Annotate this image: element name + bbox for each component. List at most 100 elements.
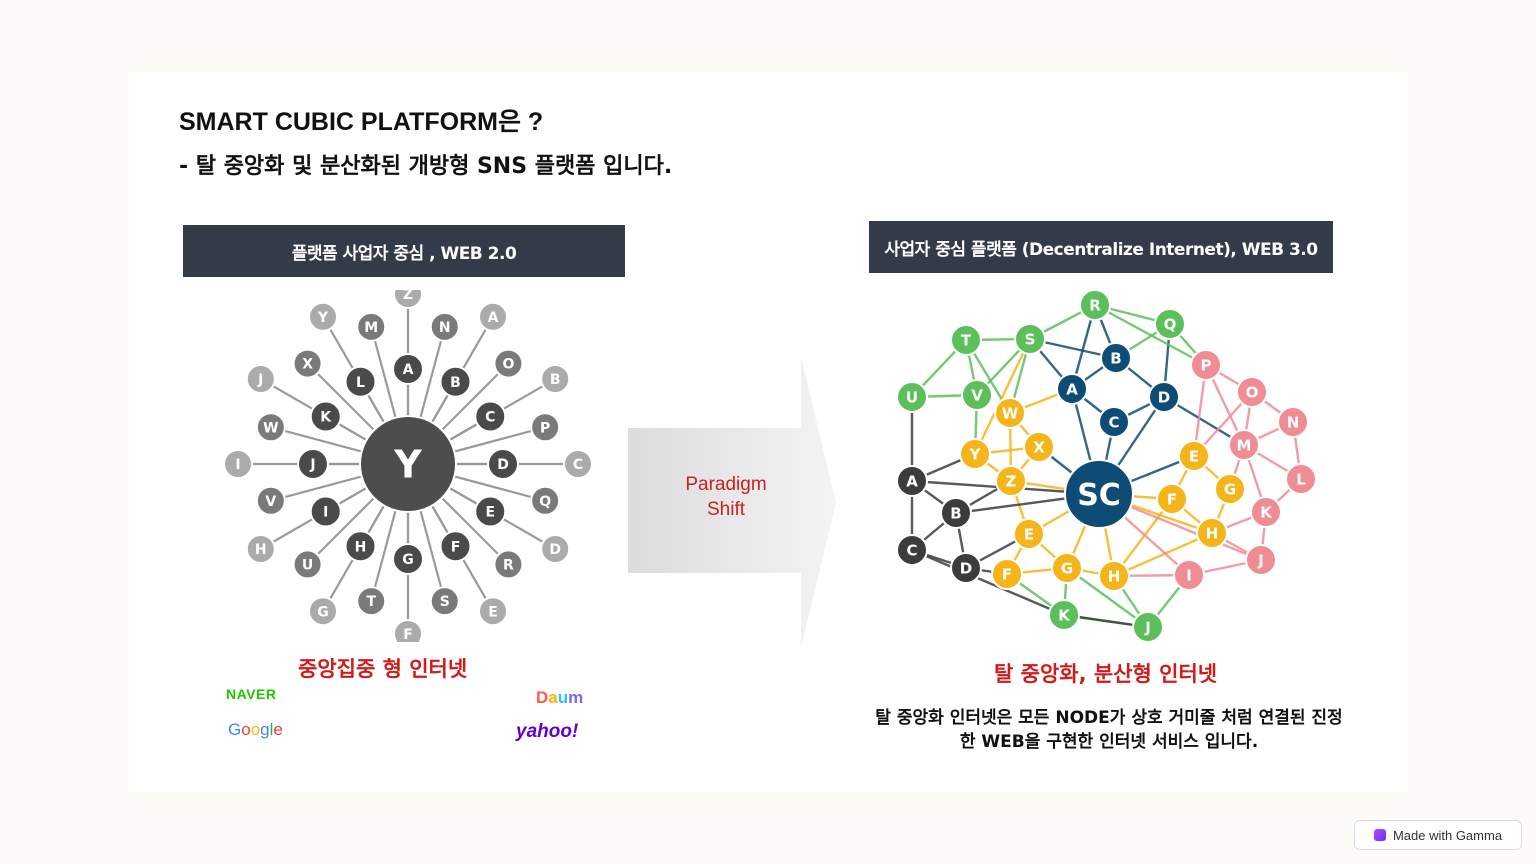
right-yw-label: W <box>1002 404 1019 422</box>
right-gr-node <box>1079 289 1111 321</box>
gamma-logo-icon <box>1373 829 1386 841</box>
left-b-label: B <box>450 375 461 391</box>
right-bb-node <box>1100 342 1132 374</box>
right-gk-label: K <box>1058 606 1071 624</box>
right-da-node <box>896 465 928 497</box>
right-bd-label: D <box>1158 388 1170 406</box>
left-p-label: P <box>540 420 550 436</box>
left-s-label: S <box>440 594 450 610</box>
left-e-label: E <box>488 604 498 620</box>
left-hub-node <box>359 415 457 513</box>
right-gu-label: U <box>906 388 918 406</box>
mesh-link <box>1066 567 1149 628</box>
left-h-label: H <box>255 542 267 558</box>
right-yh-node <box>1098 560 1130 592</box>
left-c-label: C <box>485 410 495 426</box>
left-u-node <box>292 549 323 580</box>
left-a-label: A <box>403 362 414 378</box>
left-q-label: Q <box>539 494 551 510</box>
left-p-node <box>530 412 561 443</box>
left-i-node <box>223 449 253 479</box>
left-b-node <box>439 365 472 398</box>
web3-header: 사업자 중심 플랫폼 (Decentralize Internet), WEB … <box>869 221 1333 273</box>
left-j-label: J <box>309 457 315 473</box>
mesh-link <box>973 338 1032 455</box>
right-db-node <box>940 497 972 529</box>
mesh-link <box>1113 498 1173 577</box>
right-gr-label: R <box>1089 296 1101 314</box>
right-pn-node <box>1277 406 1309 438</box>
left-n-node <box>429 311 460 342</box>
left-m-label: M <box>364 320 378 336</box>
left-h-label: H <box>355 539 367 555</box>
left-z-node <box>393 290 423 309</box>
left-f-node <box>439 530 472 563</box>
right-dc-node <box>896 534 928 566</box>
left-w-label: W <box>263 420 278 436</box>
left-r-label: R <box>503 557 514 573</box>
left-b-label: B <box>550 372 561 388</box>
right-dc-label: C <box>906 541 917 559</box>
left-d-node <box>487 448 519 480</box>
right-gv-label: V <box>971 386 983 404</box>
right-gj-label: J <box>1144 618 1151 636</box>
right-pi-label: I <box>1186 566 1192 584</box>
decentralized-caption: 탈 중앙화, 분산형 인터넷 <box>994 662 1218 686</box>
left-e-node <box>478 596 508 627</box>
left-e-node <box>474 495 507 528</box>
right-yf2-label: F <box>1167 490 1177 508</box>
right-bc-label: C <box>1108 413 1119 431</box>
left-a-node <box>478 301 508 332</box>
left-o-node <box>493 348 524 379</box>
right-yf-label: F <box>1002 565 1012 583</box>
right-ba-node <box>1056 373 1088 405</box>
left-l-label: L <box>356 375 365 391</box>
slide-subtitle: - 탈 중앙화 및 분산화된 개방형 SNS 플랫폼 입니다. <box>179 154 673 179</box>
paradigm-shift-label: Paradigm Shift <box>685 474 767 520</box>
right-db-label: B <box>950 504 961 522</box>
right-ye2-label: E <box>1189 447 1199 465</box>
right-gs-node <box>1014 323 1046 355</box>
left-d-label: D <box>497 457 509 473</box>
right-yh2-node <box>1214 473 1246 505</box>
left-l-node <box>344 365 377 398</box>
left-a-label: A <box>488 310 499 326</box>
left-z-label: Z <box>403 290 413 303</box>
left-j-label: J <box>257 372 263 388</box>
left-d-label: D <box>549 542 561 558</box>
paradigm-shift-arrow <box>628 357 836 647</box>
right-gu-node <box>896 381 928 413</box>
web2-header: 플랫폼 사업자 중심 , WEB 2.0 <box>183 225 625 277</box>
right-pn-label: N <box>1287 413 1300 431</box>
right-bb-label: B <box>1110 349 1121 367</box>
right-yg-label: G <box>1061 559 1073 577</box>
right-pj-node <box>1245 544 1277 576</box>
slide: SMART CUBIC PLATFORM은 ? - 탈 중앙화 및 분산화된 개… <box>128 72 1408 792</box>
left-h-node <box>245 534 276 564</box>
right-yw-node <box>994 397 1026 429</box>
right-ye2-node <box>1178 440 1210 472</box>
left-n-label: N <box>439 320 451 336</box>
made-with-gamma-badge[interactable]: Made with Gamma <box>1354 820 1522 850</box>
left-e-label: E <box>485 505 495 521</box>
right-da-label: A <box>906 472 918 490</box>
right-pk-label: K <box>1260 503 1273 521</box>
right-dd-label: D <box>960 559 972 577</box>
right-pp-label: P <box>1201 356 1212 374</box>
left-f-node <box>393 619 423 642</box>
left-i-label: I <box>235 457 240 473</box>
right-ye-label: E <box>1024 525 1034 543</box>
left-y-label: Y <box>317 310 329 326</box>
left-r-node <box>493 549 524 580</box>
left-x-node <box>292 348 323 379</box>
made-with-gamma-label: Made with Gamma <box>1392 827 1503 843</box>
right-yg2-label: H <box>1206 524 1219 542</box>
right-yf-node <box>991 558 1023 590</box>
left-f-label: F <box>403 627 413 642</box>
left-m-node <box>356 311 387 342</box>
left-j-node <box>297 448 329 480</box>
right-yy-node <box>959 438 991 470</box>
right-pi-node <box>1173 559 1205 591</box>
